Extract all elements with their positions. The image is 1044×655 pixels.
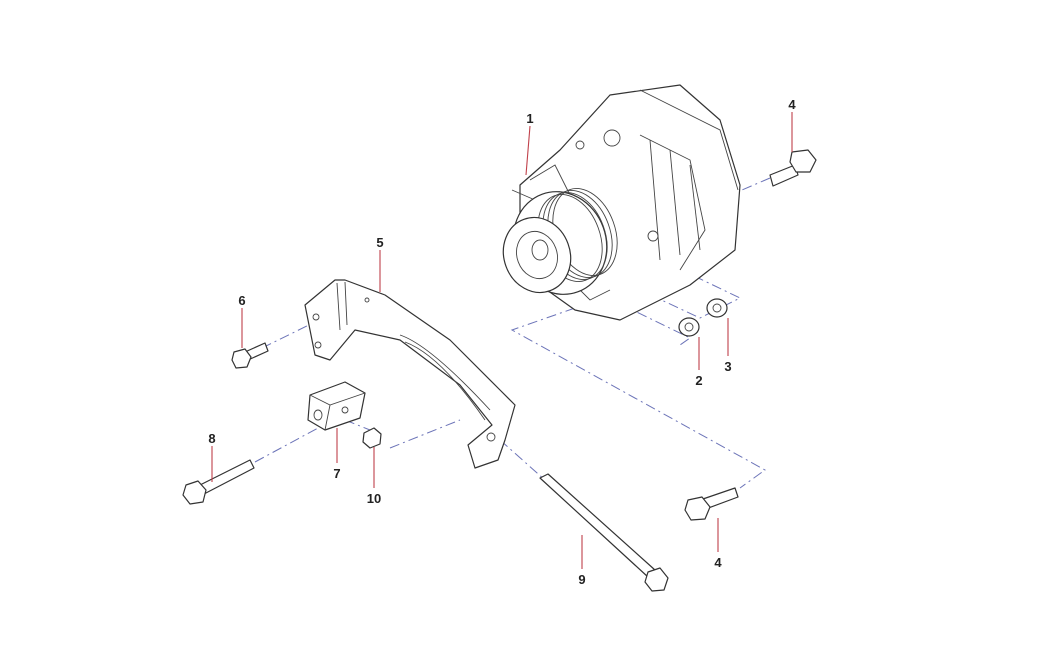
bolt-6-part[interactable] xyxy=(231,342,269,369)
callout-10: 10 xyxy=(367,491,381,506)
callout-3: 3 xyxy=(724,359,731,374)
bolt-4-lower-part[interactable] xyxy=(684,487,739,521)
alternator-part[interactable] xyxy=(493,84,741,321)
callout-5: 5 xyxy=(376,235,383,250)
washer-3-part[interactable] xyxy=(706,298,728,318)
block-7-part[interactable] xyxy=(307,381,366,431)
long-bolt-9-part[interactable] xyxy=(539,473,669,592)
bolt-8-part[interactable] xyxy=(182,459,255,505)
callout-1: 1 xyxy=(526,111,533,126)
callout-2: 2 xyxy=(695,373,702,388)
callout-4-lower: 4 xyxy=(714,555,722,570)
bolt-4-upper-part[interactable] xyxy=(769,149,817,187)
callout-9: 9 xyxy=(578,572,585,587)
leader-lines xyxy=(211,112,793,569)
callout-8: 8 xyxy=(208,431,215,446)
callout-6: 6 xyxy=(238,293,245,308)
nut-10-part[interactable] xyxy=(362,427,382,449)
callout-4-upper: 4 xyxy=(788,97,796,112)
bracket-part[interactable] xyxy=(304,279,516,469)
washer-2-part[interactable] xyxy=(678,317,700,337)
callout-7: 7 xyxy=(333,466,340,481)
